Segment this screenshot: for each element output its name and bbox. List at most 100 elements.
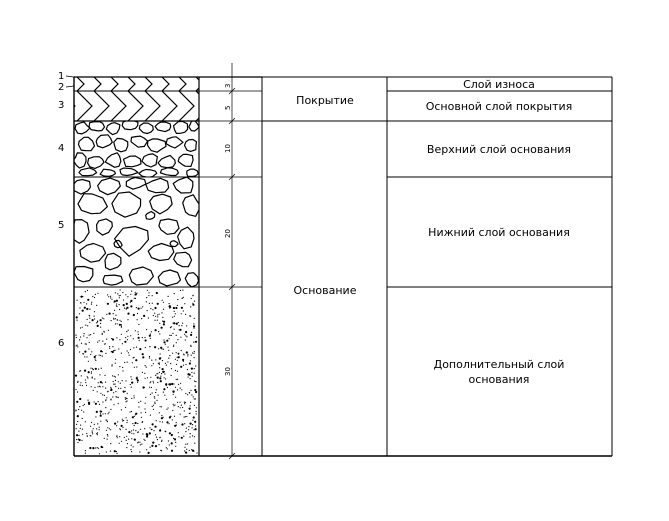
stipple-dot [112,313,114,315]
stipple-dot [161,312,163,314]
thickness-label-5: 20 [224,229,232,238]
stipple-dot [116,337,118,339]
layer-name-main-cover: Основной слой покрытия [426,100,573,113]
stipple-dot [130,444,132,446]
stipple-dot [75,410,77,412]
stipple-dot [188,429,190,431]
stipple-dot [194,385,196,387]
stipple-dot [119,429,121,431]
stipple-dot [110,387,112,389]
stone-hatch-mark [96,177,121,196]
stipple-dot [179,413,181,415]
stipple-dot [180,436,183,439]
stipple-dot [101,382,103,384]
stipple-dot [132,338,134,340]
chevron-hatch-mark [110,77,119,91]
stone-hatch-mark [177,226,195,250]
stipple-dot [112,346,114,348]
stipple-dot [190,367,193,370]
stipple-dot [80,382,82,384]
stipple-dot [124,361,126,364]
stipple-dot [126,435,128,437]
chevron-hatch-mark [110,91,127,121]
stipple-dot [90,334,92,336]
stipple-dot [104,343,106,345]
stipple-dot [93,311,96,313]
stipple-dot [133,415,135,417]
stipple-dot [90,425,92,427]
stipple-dot [159,322,161,324]
stipple-dot [115,396,117,398]
stipple-dot [173,315,175,317]
stipple-dot [85,384,88,386]
stipple-dot [119,382,121,384]
stipple-dot [192,303,195,306]
stipple-dot [95,416,97,418]
stipple-dot [144,408,146,410]
stipple-dot [154,434,157,436]
stipple-dot [122,420,124,422]
stipple-dot [122,426,124,429]
stipple-dot [98,403,101,405]
stipple-dot [171,382,174,386]
stipple-dot [184,303,186,305]
stipple-dot [194,388,197,392]
stipple-dot [170,415,172,417]
stipple-dot [172,403,174,405]
stipple-dot [163,377,165,379]
stipple-dot [161,368,164,371]
stipple-dot [115,450,117,453]
stipple-dot [100,354,102,356]
stipple-dot [185,335,187,337]
stipple-dot [118,297,120,299]
stipple-dot [148,302,150,304]
stipple-dot [119,294,121,297]
stipple-dot [88,402,91,405]
stipple-dot [130,410,133,413]
stipple-dot [173,322,176,325]
stipple-dot [118,295,120,297]
stipple-dot [114,379,117,381]
stipple-dot [134,330,136,332]
stipple-dot [174,404,176,406]
stipple-dot [128,431,131,434]
stipple-dot [150,376,152,378]
stipple-dot [110,297,112,299]
stipple-dot [131,381,134,384]
stipple-dot [169,355,171,357]
stipple-dot [106,338,108,340]
stipple-dot [156,373,158,375]
stipple-dot [156,319,158,321]
stipple-dot [86,303,88,305]
stipple-dot [170,374,172,376]
stipple-dot [82,404,84,407]
stipple-dot [186,336,188,338]
stipple-dot [116,425,118,427]
stipple-dot [130,293,132,295]
stone-hatch-mark [113,225,149,257]
stipple-dot [75,316,78,319]
stipple-dot [84,421,86,423]
stipple-dot [175,445,177,447]
stipple-dot [81,439,83,441]
stipple-dot [79,370,81,372]
stipple-dot [97,292,99,294]
stipple-dot [191,435,194,437]
stipple-dot [182,360,184,362]
stipple-dot [184,403,186,405]
stipple-dot [190,345,192,347]
stipple-dot [162,320,164,322]
stipple-dot [116,323,118,325]
stipple-dot [135,430,137,432]
stipple-dot [108,411,110,413]
stipple-dot [191,449,193,451]
stipple-dot [193,300,196,302]
stipple-dot [174,313,176,315]
stipple-dot [154,425,157,428]
stone-hatch-mark [165,136,184,149]
stipple-dot [168,383,171,386]
stipple-dot [117,293,119,295]
stipple-dot [110,295,112,297]
stipple-dot [105,352,107,354]
stipple-dot [141,318,143,320]
